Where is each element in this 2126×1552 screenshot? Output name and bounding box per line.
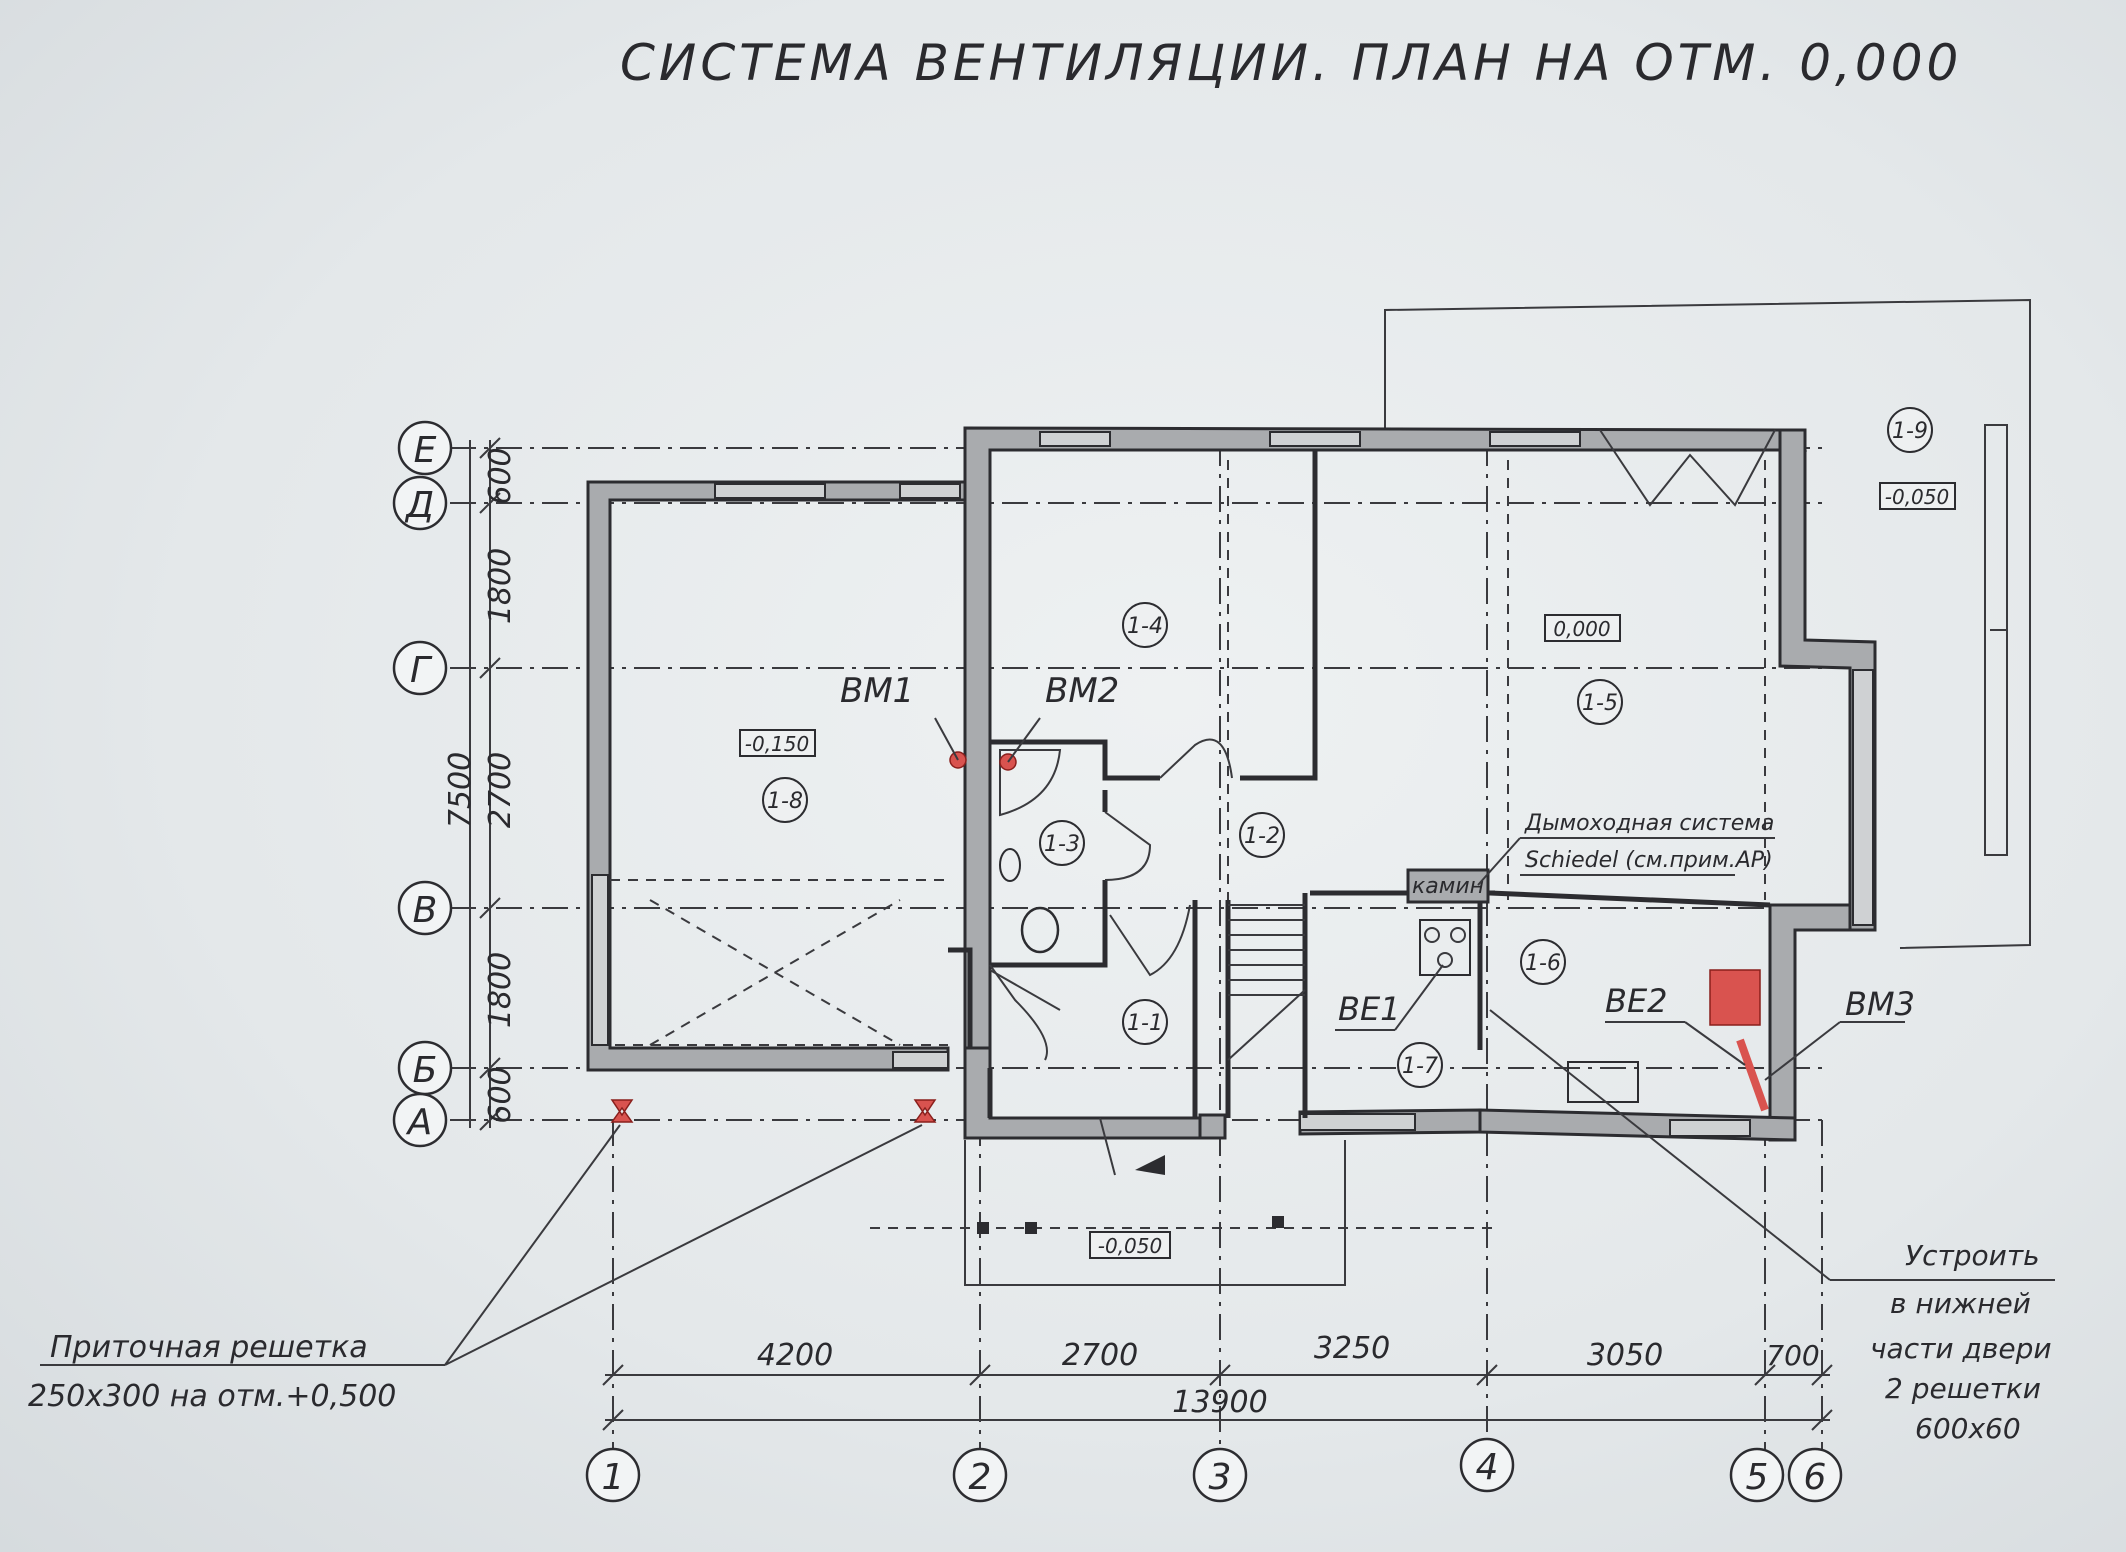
chimney-note-line2: Schiedel (см.прим.АР)	[1525, 848, 1773, 873]
col-label-1: 1	[602, 1457, 625, 1498]
stove-icon	[1419, 919, 1471, 976]
vent-markers: ВМ1 ВМ2 ВЕ1 ВЕ2 ВМ3	[840, 671, 1915, 1081]
elevation-terrace: -0,050	[1885, 485, 1949, 509]
room-1-2: 1-2	[1244, 824, 1280, 849]
dim-h-4: 3050	[1587, 1338, 1663, 1373]
vent-ve2-label: ВЕ2	[1605, 982, 1668, 1020]
elevation-living: 0,000	[1553, 617, 1610, 641]
vent-vm2-label: ВМ2	[1045, 671, 1119, 711]
row-bubbles: Е Д Г В Б А	[392, 420, 453, 1148]
room-1-7: 1-7	[1402, 1054, 1438, 1079]
dim-h-total: 13900	[1172, 1385, 1267, 1420]
chimney-note: Дымоходная система Schiedel (см.прим.АР)	[1477, 811, 1775, 886]
dim-h-1: 4200	[757, 1338, 833, 1373]
elevation-garage: -0,150	[745, 732, 809, 756]
dim-h-2: 2700	[1062, 1338, 1138, 1373]
terrace-outline	[1384, 298, 2031, 949]
door-grille-note-line2: в нижней	[1890, 1287, 2031, 1320]
supply-grilles: Приточная решетка 250х300 на отм.+0,500	[28, 1099, 937, 1414]
room-1-9: 1-9	[1892, 419, 1928, 444]
stair	[1227, 904, 1306, 1061]
supply-grille-note-line1: Приточная решетка	[50, 1330, 368, 1365]
room-1-6: 1-6	[1525, 951, 1561, 976]
room-1-4: 1-4	[1127, 614, 1163, 639]
door-grille-note: Устроить в нижней части двери 2 решетки …	[1489, 1009, 2055, 1445]
room-1-8: 1-8	[767, 789, 803, 814]
porch-outline	[870, 1140, 1500, 1286]
column-bubbles: 1 2 3 4 5 6	[585, 1437, 1843, 1503]
vent-ve1-label: ВЕ1	[1338, 990, 1401, 1028]
elevation-marks: -0,150 0,000 -0,050 -0,050	[739, 482, 1956, 1259]
dim-h-5: 700	[1766, 1339, 1819, 1372]
row-label-v: В	[413, 890, 438, 931]
dim-h-3: 3250	[1314, 1331, 1390, 1366]
doors	[989, 429, 1776, 1176]
boiler-red-block	[1709, 969, 1761, 1026]
fireplace-label: камин	[1412, 874, 1484, 899]
vent-vm1-label: ВМ1	[840, 671, 914, 711]
dim-v-2: 1800	[483, 548, 518, 624]
elevation-porch: -0,050	[1098, 1234, 1162, 1258]
dim-v-5: 600	[483, 1066, 518, 1123]
interior-walls: камин	[948, 450, 1771, 1118]
col-label-2: 2	[969, 1457, 992, 1498]
garage-door	[610, 879, 948, 1046]
row-label-b: Б	[413, 1050, 438, 1091]
row-label-e: Е	[414, 430, 437, 471]
row-label-g: Г	[410, 650, 433, 691]
col-label-3: 3	[1209, 1457, 1232, 1498]
door-grille-note-line1: Устроить	[1905, 1239, 2040, 1272]
shower-icon	[999, 749, 1062, 817]
door-grille-note-line3: части двери	[1870, 1332, 2052, 1365]
supply-grille-right-icon	[913, 1099, 937, 1123]
chimney-note-line1: Дымоходная система	[1524, 811, 1774, 836]
door-grille-note-line4: 2 решетки	[1885, 1372, 2041, 1405]
supply-grille-note-line2: 250х300 на отм.+0,500	[28, 1379, 396, 1414]
toilet-icon	[1020, 906, 1060, 954]
fixtures	[999, 749, 1769, 1112]
drawing-title: СИСТЕМА ВЕНТИЛЯЦИИ. ПЛАН НА ОТМ. 0,000	[620, 34, 1962, 92]
dim-v-3: 2700	[483, 752, 518, 828]
row-label-a: А	[406, 1102, 433, 1143]
room-1-1: 1-1	[1127, 1011, 1163, 1036]
dim-v-4: 1800	[483, 952, 518, 1028]
room-1-5: 1-5	[1582, 691, 1618, 716]
dim-v-1: 600	[483, 447, 518, 504]
col-label-4: 4	[1476, 1447, 1499, 1488]
door-grille-note-line5: 600х60	[1915, 1412, 2021, 1445]
vertical-dimensions: 600 1800 2700 1800 600 7500	[443, 437, 518, 1131]
vent-vm3-label: ВМ3	[1845, 985, 1915, 1023]
windows	[591, 431, 1874, 1137]
horizontal-dimensions: 4200 2700 3250 3050 700 13900	[602, 1331, 1833, 1431]
supply-grille-left-icon	[610, 1099, 634, 1123]
col-label-5: 5	[1746, 1457, 1769, 1498]
sink-icon	[999, 848, 1021, 882]
kitchen-sink-icon	[1567, 1061, 1639, 1103]
dim-v-total: 7500	[443, 752, 478, 828]
column-axes	[612, 440, 1823, 1460]
room-1-3: 1-3	[1044, 832, 1080, 857]
room-labels: 1-1 1-2 1-3 1-4 1-5 1-6 1-7 1-8 1-9	[762, 407, 1933, 1088]
row-label-d: Д	[404, 485, 434, 526]
col-label-6: 6	[1804, 1457, 1827, 1498]
